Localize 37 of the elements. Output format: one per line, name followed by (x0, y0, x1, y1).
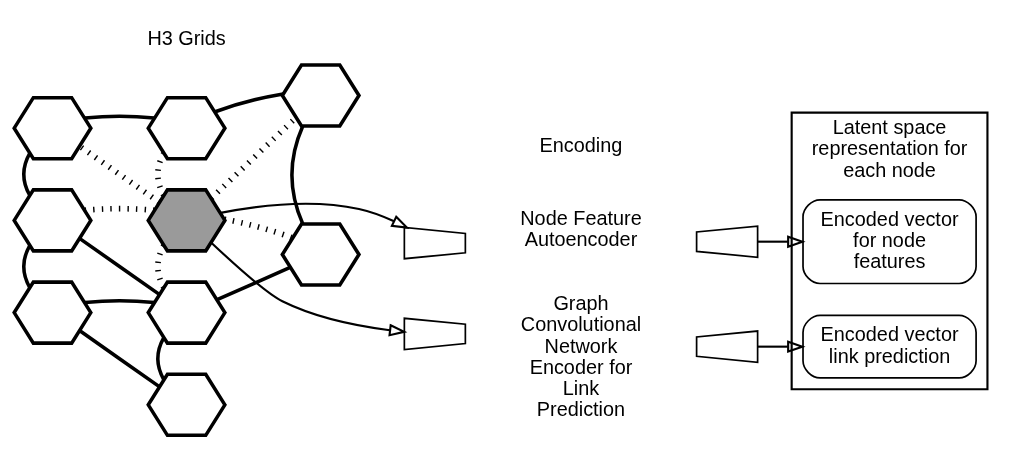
node-hexagon (12, 188, 93, 253)
node-hexagon (12, 95, 93, 161)
node-hexagon (12, 280, 93, 345)
node-box: Encoded vector for node features (802, 198, 977, 285)
connector (155, 152, 167, 197)
arrow (220, 202, 410, 229)
connector (156, 336, 166, 381)
arrow (757, 340, 806, 354)
node-trapezoid (403, 317, 467, 351)
connector (214, 92, 284, 114)
node-box: Encoded vector link prediction (802, 314, 977, 379)
connector (22, 244, 32, 289)
connector (78, 144, 161, 205)
arrow (757, 235, 806, 249)
connector (84, 205, 155, 214)
label: Graph Convolutional Network Encoder for Link Prediction (520, 292, 642, 421)
node-hexagon (146, 95, 227, 161)
node-hexagon (146, 280, 227, 345)
connector (22, 152, 32, 196)
node-trapezoid (695, 225, 759, 259)
connector (78, 329, 161, 389)
connector (216, 265, 291, 302)
label: Node Feature Autoencoder (520, 206, 642, 251)
connector (290, 125, 305, 225)
node-hexagon (280, 222, 362, 287)
node-hexagon (146, 188, 227, 253)
node-hexagon (146, 372, 227, 438)
arrow (210, 241, 408, 337)
connector (78, 237, 161, 296)
connector (84, 114, 155, 120)
node-trapezoid (695, 330, 759, 364)
node-trapezoid (403, 226, 467, 260)
label: Encoding (539, 133, 623, 156)
label: H3 Grids (147, 27, 226, 50)
connector (224, 216, 294, 241)
node-hexagon (280, 63, 362, 128)
connector (84, 299, 155, 305)
